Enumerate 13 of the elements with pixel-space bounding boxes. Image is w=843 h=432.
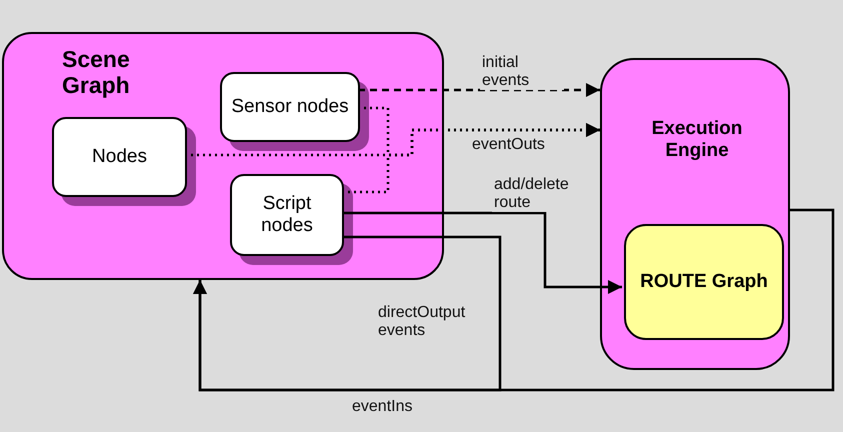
group-box [2,32,444,280]
node-label: Script nodes [260,193,314,237]
process-box [624,224,784,340]
node-label: Sensor nodes [230,96,350,118]
node-label: Nodes [91,146,148,168]
group-title: Scene Graph [62,46,131,98]
edge-label: initial events [480,54,564,90]
arrow [193,208,834,392]
arrow [358,83,600,97]
node-label: ROUTE Graph [639,271,769,293]
group-box [600,58,790,370]
arrow [342,212,622,294]
group-title: Execution Engine [650,118,744,162]
